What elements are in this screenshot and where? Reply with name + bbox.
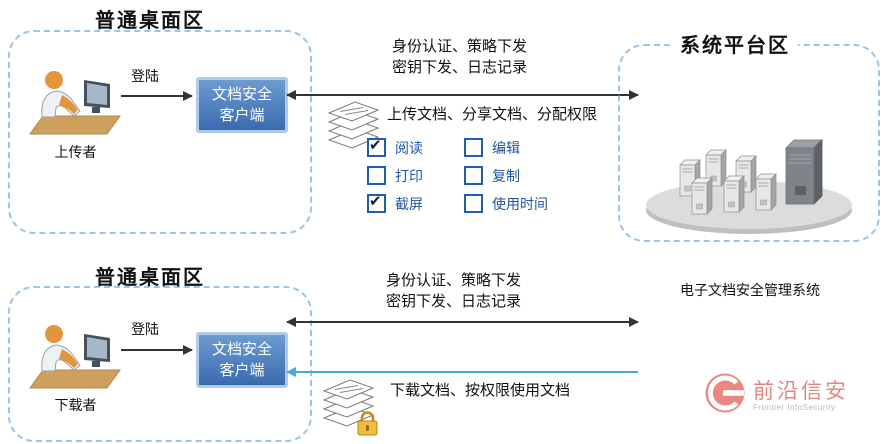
uploader-label: 上传者 [54,144,97,160]
permission-label: 使用时间 [492,195,548,212]
permission-item: 打印 [367,166,464,185]
download-text: 下载文档、按权限使用文档 [390,382,571,399]
permission-item: 阅读 [367,136,464,157]
checkbox-icon [464,166,483,185]
documents-icon [325,96,383,154]
client-box-bottom: 文档安全 客户端 [196,332,288,388]
permission-label: 打印 [395,167,423,184]
download-desktop-zone [8,286,312,442]
logo-mark-icon [704,372,746,419]
checkbox-icon [464,194,483,213]
platform-zone-title: 系统平台区 [672,29,798,58]
permission-label: 编辑 [492,139,520,156]
arrowhead-icon [286,317,296,327]
client-box-top: 文档安全 客户端 [196,77,288,133]
downloader-label: 下载者 [54,397,97,413]
upload-desktop-zone [8,30,312,234]
permission-item: 复制 [464,166,548,185]
arrowhead-icon [286,367,296,377]
permission-label: 复制 [492,167,520,184]
arrowhead-icon [183,345,193,355]
uploader-person-icon [28,64,123,140]
checkbox-icon [367,166,386,185]
upload-zone-title: 普通桌面区 [95,10,205,32]
checkbox-icon [367,136,386,157]
logo: 前沿信安 Frontier InfoSecurity [704,372,849,419]
auth-text-top: 身份认证、策略下发 密钥下发、日志记录 [392,38,528,76]
permission-item: 截屏 [367,192,464,213]
download-zone-title: 普通桌面区 [95,267,205,289]
arrowhead-icon [629,90,639,100]
login-label-bottom: 登陆 [131,321,159,337]
downloader-person-icon [28,318,123,394]
arrowhead-icon [286,90,296,100]
documents-lock-icon [320,376,382,438]
server-cluster-icon [640,126,858,236]
client-box-bottom-label: 文档安全 客户端 [211,341,272,379]
auth-arrow-bottom [286,317,639,327]
download-arrow [286,367,638,377]
auth-text-bottom: 身份认证、策略下发 密钥下发、日志记录 [386,272,522,310]
arrowhead-icon [183,91,193,101]
permission-item: 编辑 [464,138,548,157]
permission-label: 阅读 [395,139,423,156]
arrowhead-icon [629,317,639,327]
permission-item: 使用时间 [464,194,548,213]
permission-label: 截屏 [395,195,423,212]
checkbox-icon [367,192,386,213]
permissions-list: 阅读 编辑 打印 复制 截屏 使用时间 [367,136,548,213]
checkbox-icon [464,138,483,157]
login-label-top: 登陆 [131,68,159,84]
upload-text: 上传文档、分享文档、分配权限 [387,106,598,123]
auth-arrow-top [286,90,639,100]
login-arrow-top [121,91,193,101]
logo-name: 前沿信安 [753,379,849,403]
client-box-top-label: 文档安全 客户端 [211,86,272,124]
logo-tagline: Frontier InfoSecurity [753,402,836,412]
login-arrow-bottom [121,345,193,355]
system-label: 电子文档安全管理系统 [680,282,820,298]
